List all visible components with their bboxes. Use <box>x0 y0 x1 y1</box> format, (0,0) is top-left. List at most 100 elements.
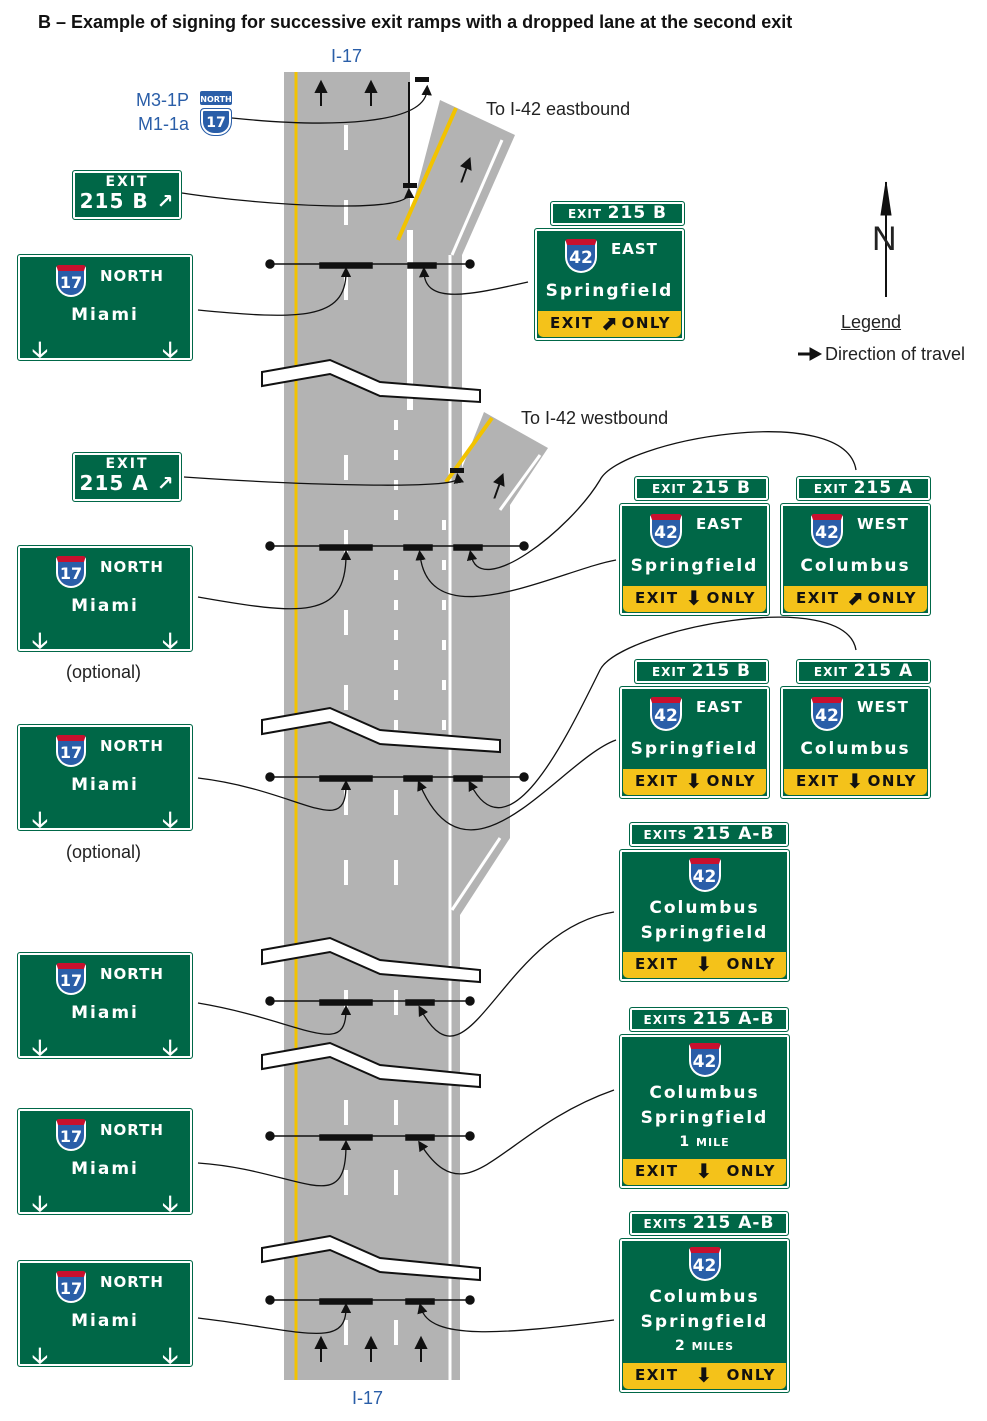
lane-arrows <box>314 79 505 1362</box>
exit-word: EXIT <box>813 665 848 679</box>
interstate-shield-icon: 42 <box>565 239 597 273</box>
diagonal-arrow-icon: ⬈ <box>600 311 619 335</box>
interstate-shield-icon: 17 <box>56 556 86 588</box>
ramp-b-edge <box>396 107 458 241</box>
down-arrow-icon: ⬇ <box>695 952 714 976</box>
down-arrow-icon: ⬇ <box>695 1159 714 1183</box>
exit-tab-a-1: EXIT 215 A <box>796 476 931 501</box>
m1-shield-icon: 17 <box>200 108 232 136</box>
interstate-shield-icon: 42 <box>688 1247 721 1281</box>
down-arrow-icon: 🡣 <box>32 1036 48 1061</box>
m3-plaque-icon: NORTH <box>200 91 232 105</box>
north-word: NORTH <box>100 558 164 576</box>
ramp-b-right <box>450 139 504 256</box>
exits-tab-ab-3: EXITS 215 A-B <box>629 1211 789 1236</box>
north-label: N <box>872 220 897 258</box>
dest-miami: Miami <box>71 775 139 795</box>
page-title: B – Example of signing for successive ex… <box>38 12 793 32</box>
diagonal-arrow-icon: ⬈ <box>846 586 865 610</box>
interstate-shield-icon: 17 <box>56 1119 86 1151</box>
interstate-shield-icon: 42 <box>811 514 843 548</box>
exit-number: 215 A-B <box>692 1009 775 1029</box>
interstate-shield-icon: 17 <box>56 735 86 767</box>
north-word: NORTH <box>100 1273 164 1291</box>
down-arrow-icon: 🡣 <box>32 1192 48 1217</box>
optional-label-2: (optional) <box>66 842 142 862</box>
legend-arrow <box>798 347 823 361</box>
exit-number: 215 A-B <box>692 1213 775 1233</box>
gore-sign-markers <box>403 77 464 473</box>
north-word: NORTH <box>100 267 164 285</box>
dest-miami: Miami <box>71 305 139 325</box>
exit-number: 215 B <box>607 203 668 223</box>
legend-item: Direction of travel <box>825 344 966 364</box>
down-arrow-icon: 🡣 <box>32 1344 48 1369</box>
north-miami-sign-6: 17 NORTH Miami 🡣 🡣 <box>17 1260 193 1369</box>
down-arrow-icon: 🡣 <box>32 808 48 833</box>
gore-sign-b-number: 215 B <box>79 189 149 213</box>
overhead-structures <box>265 259 529 1305</box>
down-arrow-icon: 🡣 <box>162 338 178 363</box>
break-marks <box>261 358 501 1282</box>
north-word: NORTH <box>100 965 164 983</box>
interstate-shield-icon: 42 <box>650 514 682 548</box>
exit-tab-a-2: EXIT 215 A <box>796 659 931 684</box>
gore-sign-a-number: 215 A <box>79 471 149 495</box>
exit-tab-b-1: EXIT 215 B <box>550 201 685 226</box>
route-label-top: I-17 <box>331 46 363 66</box>
exit-word: EXIT <box>651 665 687 679</box>
exit-only-bar: EXIT⬇ONLY <box>623 769 766 795</box>
exit-word: EXITS <box>643 1013 688 1027</box>
interstate-shield-icon: 17 <box>56 963 86 995</box>
taper-line <box>450 837 502 911</box>
dest-miami: Miami <box>71 1003 139 1023</box>
dest-miami: Miami <box>71 1311 139 1331</box>
exits-tab-ab-2: EXITS 215 A-B <box>629 1007 789 1032</box>
exit-only-bar: EXIT⬇ONLY <box>623 952 786 978</box>
down-arrow-icon: 🡣 <box>32 338 48 363</box>
exit-word: EXITS <box>643 1217 688 1231</box>
m1-label: M1-1a <box>138 114 190 134</box>
mile-text: 1 MILE <box>679 1134 730 1150</box>
m3-plaque-text: NORTH <box>200 95 231 104</box>
exit-only-bar: EXIT⬇ONLY <box>623 586 766 612</box>
down-arrow-icon: 🡣 <box>162 629 178 654</box>
legend-title: Legend <box>841 312 902 332</box>
down-arrow-icon: 🡣 <box>162 1344 178 1369</box>
diagonal-arrow-icon: ↗ <box>156 189 175 213</box>
exit-only-bar: EXIT⬇ONLY <box>623 1363 786 1389</box>
exit-tab-b-2: EXIT 215 B <box>634 476 769 501</box>
exit-number: 215 A <box>853 661 914 681</box>
connector-lines <box>181 84 857 1334</box>
interstate-shield-icon: 17 <box>56 1271 86 1303</box>
route-label-bottom: I-17 <box>352 1388 384 1408</box>
exit-only-bar: EXIT⬈ONLY <box>538 311 681 337</box>
exit-only-bar: EXIT⬈ONLY <box>784 586 927 612</box>
optional-label-1: (optional) <box>66 662 142 682</box>
down-arrow-icon: ⬇ <box>685 586 704 610</box>
exit-number: 215 B <box>691 661 752 681</box>
exit-only-bar: EXIT⬇ONLY <box>623 1159 786 1185</box>
exit-only-bar: EXIT⬇ONLY <box>784 769 927 795</box>
north-word: NORTH <box>100 1121 164 1139</box>
exit-tab-b-3: EXIT 215 B <box>634 659 769 684</box>
m3-label: M3-1P <box>136 90 190 110</box>
dest-miami: Miami <box>71 596 139 616</box>
down-arrow-icon: ⬇ <box>685 769 704 793</box>
gore-sign-b: EXIT 215 B ↗ <box>72 170 182 220</box>
interstate-shield-icon: 42 <box>688 858 721 892</box>
exit-number: 215 A <box>853 478 914 498</box>
exit-word: EXIT <box>567 207 603 221</box>
interstate-shield-icon: 42 <box>650 697 682 731</box>
diagonal-arrow-icon: ↗ <box>156 471 175 495</box>
exit-word: EXITS <box>643 828 688 842</box>
